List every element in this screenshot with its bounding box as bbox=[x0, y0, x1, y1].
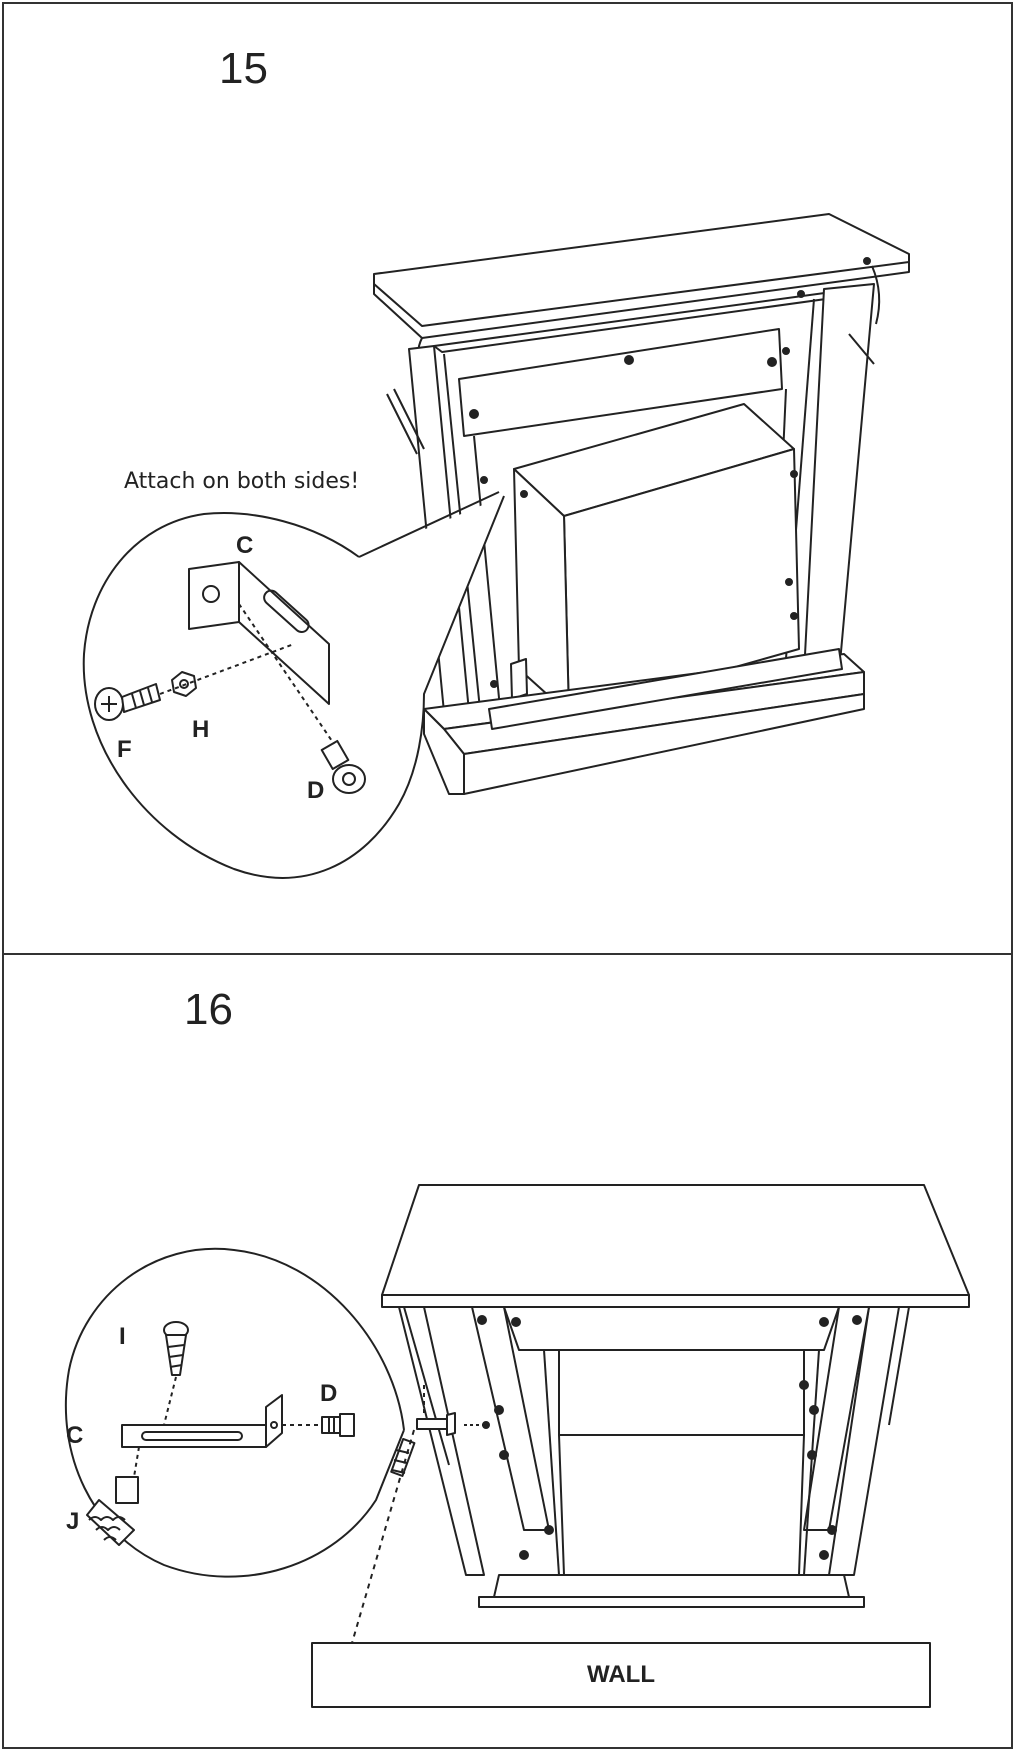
step-15-number: 15 bbox=[219, 44, 268, 93]
part-label-d-16: D bbox=[320, 1380, 338, 1407]
wall-label: WALL bbox=[587, 1661, 655, 1688]
detail-callout-16 bbox=[64, 1247, 405, 1578]
part-label-d: D bbox=[307, 777, 325, 804]
part-label-j: J bbox=[66, 1508, 80, 1535]
step-15-illustration bbox=[82, 213, 910, 879]
screw-f bbox=[94, 683, 161, 721]
part-label-h: H bbox=[192, 716, 210, 743]
attach-both-sides-note: Attach on both sides! bbox=[124, 469, 360, 494]
anchor-j bbox=[86, 1476, 139, 1546]
detail-callout bbox=[82, 491, 505, 879]
wall-block bbox=[311, 1642, 931, 1708]
bolt-d-16 bbox=[321, 1413, 355, 1437]
step-16-number: 16 bbox=[184, 985, 233, 1034]
step-15-panel: 15 Attach on both sides! C F H D bbox=[2, 2, 1013, 955]
bolt-d bbox=[320, 739, 366, 794]
part-label-c: C bbox=[236, 532, 254, 559]
part-label-i: I bbox=[119, 1323, 126, 1350]
wall-bracket-installed bbox=[416, 1412, 490, 1436]
step-16-illustration bbox=[64, 1184, 970, 1708]
step-16-panel: 16 I D C J WALL bbox=[2, 953, 1013, 1749]
part-label-f: F bbox=[117, 736, 132, 763]
part-label-c-16: C bbox=[66, 1422, 84, 1449]
screw-i bbox=[163, 1321, 189, 1376]
mantel-top-rear bbox=[381, 1184, 970, 1308]
bracket-c bbox=[121, 1394, 283, 1448]
mantel-top bbox=[373, 213, 910, 365]
fireplace-frame-rear bbox=[351, 1306, 910, 1644]
